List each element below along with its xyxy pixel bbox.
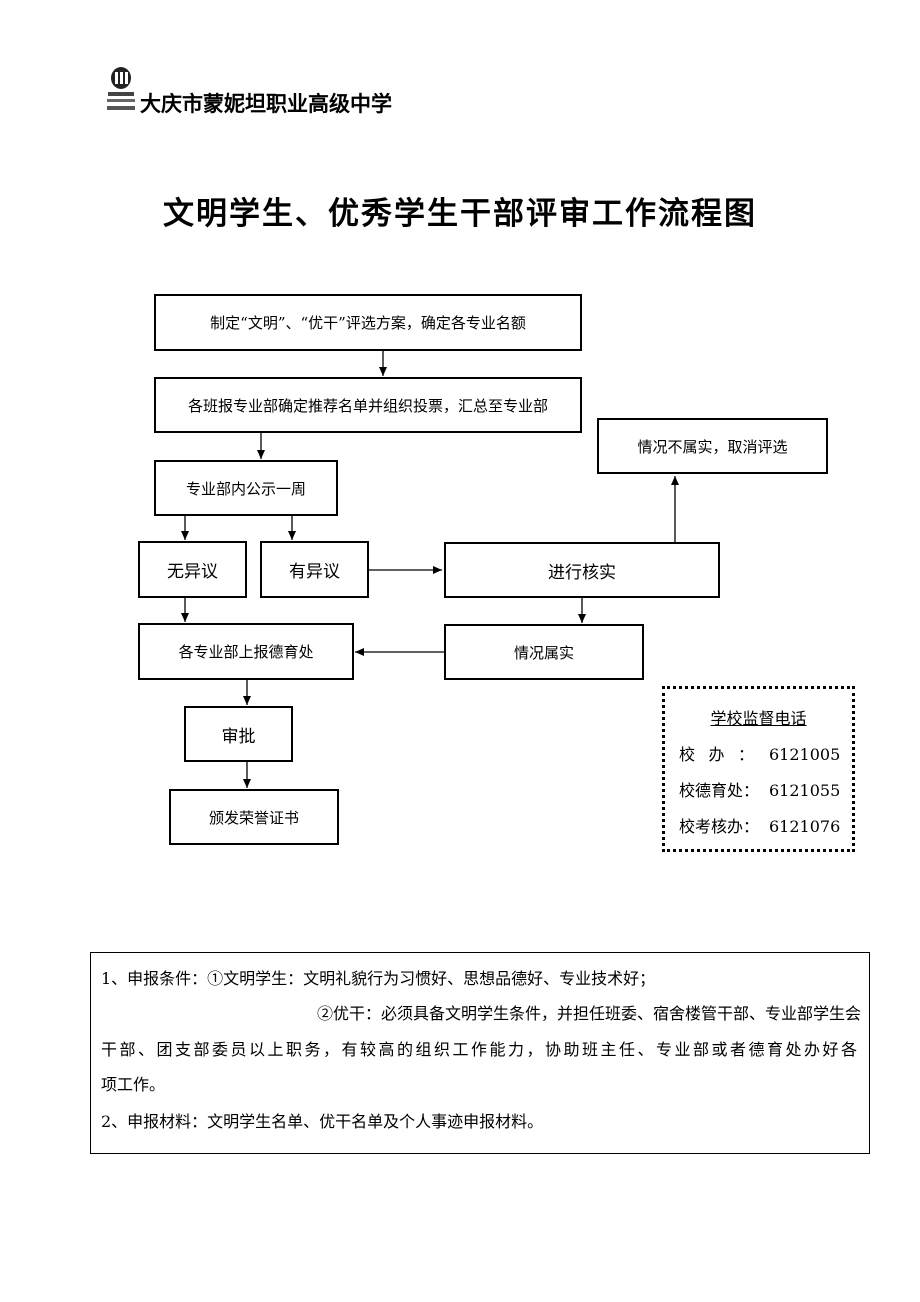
contact-row: 校办： 6121005 xyxy=(679,741,840,765)
contact-title: 学校监督电话 xyxy=(710,709,807,728)
contact-label: 校德育处： xyxy=(679,781,760,800)
no-objection-box: 无异议 xyxy=(138,541,247,598)
notes-line: ②优干：必须具备文明学生条件，并担任班委、宿舍楼管干部、专业部学生会 xyxy=(317,1004,862,1023)
contact-label: 校办： xyxy=(679,745,754,764)
notes-line: 项工作。 xyxy=(101,1075,166,1094)
supervision-phone-box: 学校监督电话 校办： 6121005 校德育处： 6121055 校考核办： 6121… xyxy=(662,686,855,852)
report-box: 各专业部上报德育处 xyxy=(138,623,354,680)
notes-line: 1、申报条件：①文明学生：文明礼貌行为习惯好、思想品德好、专业技术好； xyxy=(101,969,656,988)
objection-box: 有异议 xyxy=(260,541,369,598)
contact-number: 6121005 xyxy=(769,745,841,764)
issue-certificate-box: 颁发荣誉证书 xyxy=(169,789,339,845)
step-recommend-box: 各班报专业部确定推荐名单并组织投票，汇总至专业部 xyxy=(154,377,582,433)
school-logo-icon xyxy=(107,67,135,110)
true-box: 情况属实 xyxy=(444,624,644,680)
contact-number: 6121076 xyxy=(769,817,841,836)
approve-box: 审批 xyxy=(184,706,293,762)
notes-line: 2、申报材料：文明学生名单、优干名单及个人事迹申报材料。 xyxy=(101,1112,544,1131)
contact-label: 校考核办： xyxy=(679,817,760,836)
verify-box: 进行核实 xyxy=(444,542,720,598)
page-title: 文明学生、优秀学生干部评审工作流程图 xyxy=(163,196,757,232)
contact-row: 校德育处： 6121055 xyxy=(679,777,840,801)
school-name: 大庆市蒙妮坦职业高级中学 xyxy=(140,92,392,116)
requirements-notes: 1、申报条件：①文明学生：文明礼貌行为习惯好、思想品德好、专业技术好； ②优干：… xyxy=(90,952,870,1154)
notes-line: 干部、团支部委员以上职务，有较高的组织工作能力，协助班主任、专业部或者德育处办好… xyxy=(101,1040,857,1059)
step-plan-box: 制定“文明”、“优干”评选方案，确定各专业名额 xyxy=(154,294,582,351)
contact-row: 校考核办： 6121076 xyxy=(679,813,840,837)
flow-connectors xyxy=(181,351,679,788)
not-true-box: 情况不属实，取消评选 xyxy=(597,418,828,474)
contact-number: 6121055 xyxy=(769,781,841,800)
step-publicize-box: 专业部内公示一周 xyxy=(154,460,338,516)
